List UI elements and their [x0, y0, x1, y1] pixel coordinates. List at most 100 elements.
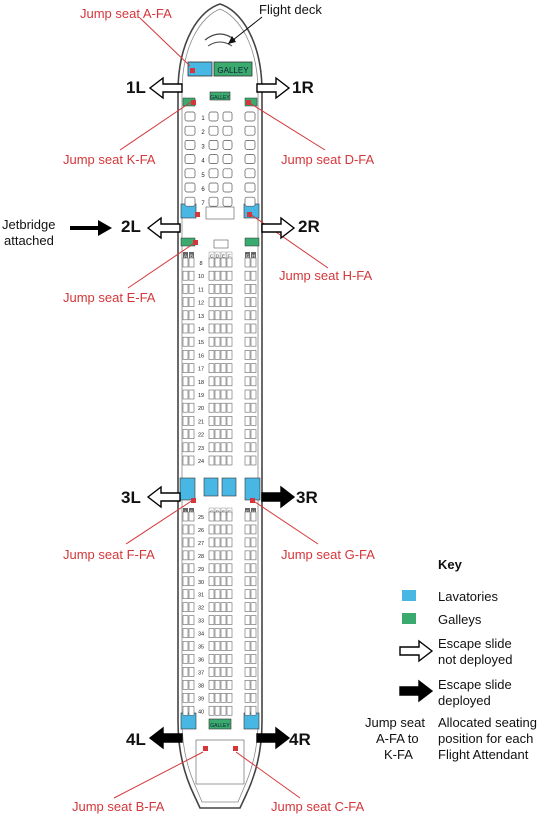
- economy-seat: [220, 550, 227, 561]
- economy-seat: [214, 402, 221, 413]
- economy-seat: [208, 667, 215, 677]
- economy-seat: [182, 641, 189, 651]
- economy-seat: [208, 429, 215, 439]
- economy-seat: [182, 654, 189, 664]
- jump-seat-marker: [195, 212, 200, 217]
- economy-seat: [220, 524, 227, 535]
- door-3l-label: 3L: [121, 488, 141, 507]
- key-jump-seat-3: K-FA: [384, 747, 413, 762]
- economy-seat: [244, 284, 251, 294]
- economy-seat: [214, 416, 221, 426]
- economy-seat: [244, 692, 251, 703]
- economy-seat: [214, 550, 221, 561]
- seat-letter-b-fwd: B: [190, 254, 193, 259]
- business-seat: [244, 125, 256, 136]
- seat-letter-e-fwd: E: [222, 254, 225, 259]
- economy-seat: [188, 589, 195, 600]
- bulkhead-2: [205, 206, 235, 220]
- economy-seat: [226, 705, 233, 716]
- galley-right-2: [244, 237, 260, 247]
- row-number-13: 13: [198, 314, 204, 320]
- business-seat: [184, 125, 196, 136]
- economy-seat: [244, 416, 251, 426]
- economy-seat: [188, 641, 195, 651]
- key-title: Key: [438, 557, 462, 572]
- economy-seat: [226, 615, 233, 625]
- economy-seat: [188, 284, 195, 294]
- galley-small-label: GALLEY: [210, 95, 230, 101]
- economy-seat: [244, 524, 251, 535]
- economy-seat: [250, 602, 257, 612]
- economy-seat: [244, 576, 251, 587]
- door-2l-label: 2L: [121, 217, 141, 236]
- jump-seat-leader: [247, 101, 326, 151]
- economy-seat: [182, 310, 189, 321]
- economy-seat: [244, 602, 251, 612]
- business-seat: [184, 154, 196, 164]
- seat-letter-box: [183, 252, 188, 259]
- seat-letter-box: [189, 252, 194, 259]
- economy-seat: [208, 416, 215, 426]
- economy-seat: [250, 628, 257, 638]
- economy-seat: [244, 442, 251, 453]
- economy-seat: [182, 615, 189, 625]
- jump-seat-h-label: Jump seat H-FA: [279, 268, 373, 283]
- key-galleys: Galleys: [438, 612, 482, 627]
- economy-seat: [244, 680, 251, 690]
- economy-seat: [208, 310, 215, 321]
- jump-seat-leader: [113, 751, 204, 799]
- seat-letter-box: [189, 508, 194, 515]
- economy-seat: [208, 589, 215, 600]
- economy-seat: [226, 257, 233, 268]
- lavatory-3l: [179, 477, 196, 501]
- jump-seat-c-label: Jump seat C-FA: [271, 799, 365, 814]
- row-number-25: 25: [198, 515, 204, 521]
- economy-seat: [188, 537, 195, 548]
- lavatory-swatch: [402, 590, 416, 601]
- economy-seat: [226, 323, 233, 334]
- economy-seat: [182, 442, 189, 453]
- business-seat: [222, 140, 233, 150]
- economy-seat: [226, 376, 233, 387]
- lavatory-3c1: [203, 477, 219, 497]
- row-number-19: 19: [198, 393, 204, 399]
- economy-seat: [244, 310, 251, 321]
- row-number-26: 26: [198, 528, 204, 534]
- economy-seat: [250, 310, 257, 321]
- economy-seat: [250, 323, 257, 334]
- economy-seat: [188, 336, 195, 347]
- economy-seat: [182, 376, 189, 387]
- jump-seat-marker: [203, 746, 208, 751]
- row-number-21: 21: [198, 419, 204, 425]
- economy-seat: [208, 705, 215, 716]
- row-number-33: 33: [198, 619, 204, 625]
- economy-seat: [244, 589, 251, 600]
- key-slide-not-deployed-1: Escape slide: [438, 636, 512, 651]
- economy-seat: [182, 389, 189, 400]
- seat-letter-a-fwd: A: [184, 254, 187, 259]
- economy-seat: [188, 376, 195, 387]
- economy-seat: [208, 336, 215, 347]
- jetbridge-label-line1: Jetbridge: [2, 217, 56, 232]
- lavatory-3c2: [221, 477, 237, 497]
- economy-seat: [220, 416, 227, 426]
- economy-seat: [208, 350, 215, 360]
- cockpit-window: [207, 41, 233, 47]
- economy-seat: [182, 705, 189, 716]
- economy-seat: [188, 416, 195, 426]
- economy-seat: [226, 692, 233, 703]
- row-number-38: 38: [198, 683, 204, 689]
- key-allocated-2: position for each: [438, 731, 534, 746]
- economy-seat: [214, 589, 221, 600]
- door-2r-slide-arrow: [261, 216, 296, 240]
- economy-seat: [226, 284, 233, 294]
- economy-seat: [220, 323, 227, 334]
- economy-seat: [182, 628, 189, 638]
- economy-seat: [244, 705, 251, 716]
- jump-seat-e-label: Jump seat E-FA: [63, 290, 156, 305]
- economy-seat: [226, 537, 233, 548]
- row-number-14: 14: [198, 327, 204, 333]
- economy-seat: [220, 589, 227, 600]
